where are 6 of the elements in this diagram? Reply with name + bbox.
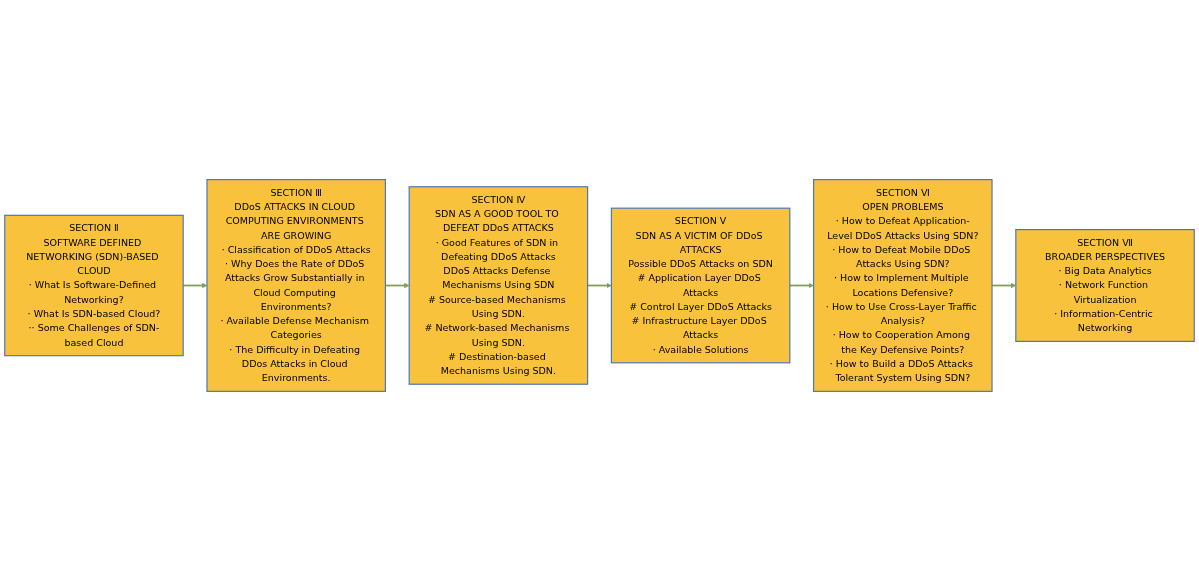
node-box: SECTION Ⅶ BROADER PERSPECTIVES · Big Data Analytics · Network Function Virtualization · Information-Centric Networking	[1015, 229, 1195, 342]
node-box: SECTION Ⅲ DDoS ATTACKS IN CLOUD COMPUTING ENVIRONMENTS ARE GROWING · Classification of DDoS Attacks · Why Does the Rate of DDoS Attacks Grow Substantially in Cloud Computing Environments? · Available Defense Mechanism Categories · The Difficulty in Defeating DDos Attacks in Cloud Environments.	[206, 179, 386, 392]
node-box: SECTION Ⅵ OPEN PROBLEMS · How to Defeat Application-Level DDoS Attacks Using SDN? · How to Defeat Mobile DDoS Attacks Using SDN? · How to Implement Multiple Locations Defensive? · How to Use Cross-Layer Traffic Analysis? · How to Cooperation Among the Key Defensive Points? · How to Build a DDoS Attacks Tolerant System Using SDN?	[813, 179, 993, 392]
node-box: SECTION Ⅳ SDN AS A GOOD TOOL TO DEFEAT DDoS ATTACKS · Good Features of SDN in Defeating DDoS Attacks DDoS Attacks Defense Mechanisms Using SDN # Source-based Mechanisms Using SDN. # Network-based Mechanisms Using SDN. # Destination-based Mechanisms Using SDN.	[408, 186, 589, 385]
node-box: SECTION Ⅱ SOFTWARE DEFINED NETWORKING (SDN)-BASED CLOUD · What Is Software-Defined Networking? · What Is SDN-based Cloud? ·· Some Challenges of SDN-based Cloud	[4, 214, 184, 357]
node-box: SECTION Ⅴ SDN AS A VICTIM OF DDoS ATTACKS Possible DDoS Attacks on SDN # Application Layer DDoS Attacks # Control Layer DDoS Attacks # Infrastructure Layer DDoS Attacks · Available Solutions	[610, 207, 791, 364]
